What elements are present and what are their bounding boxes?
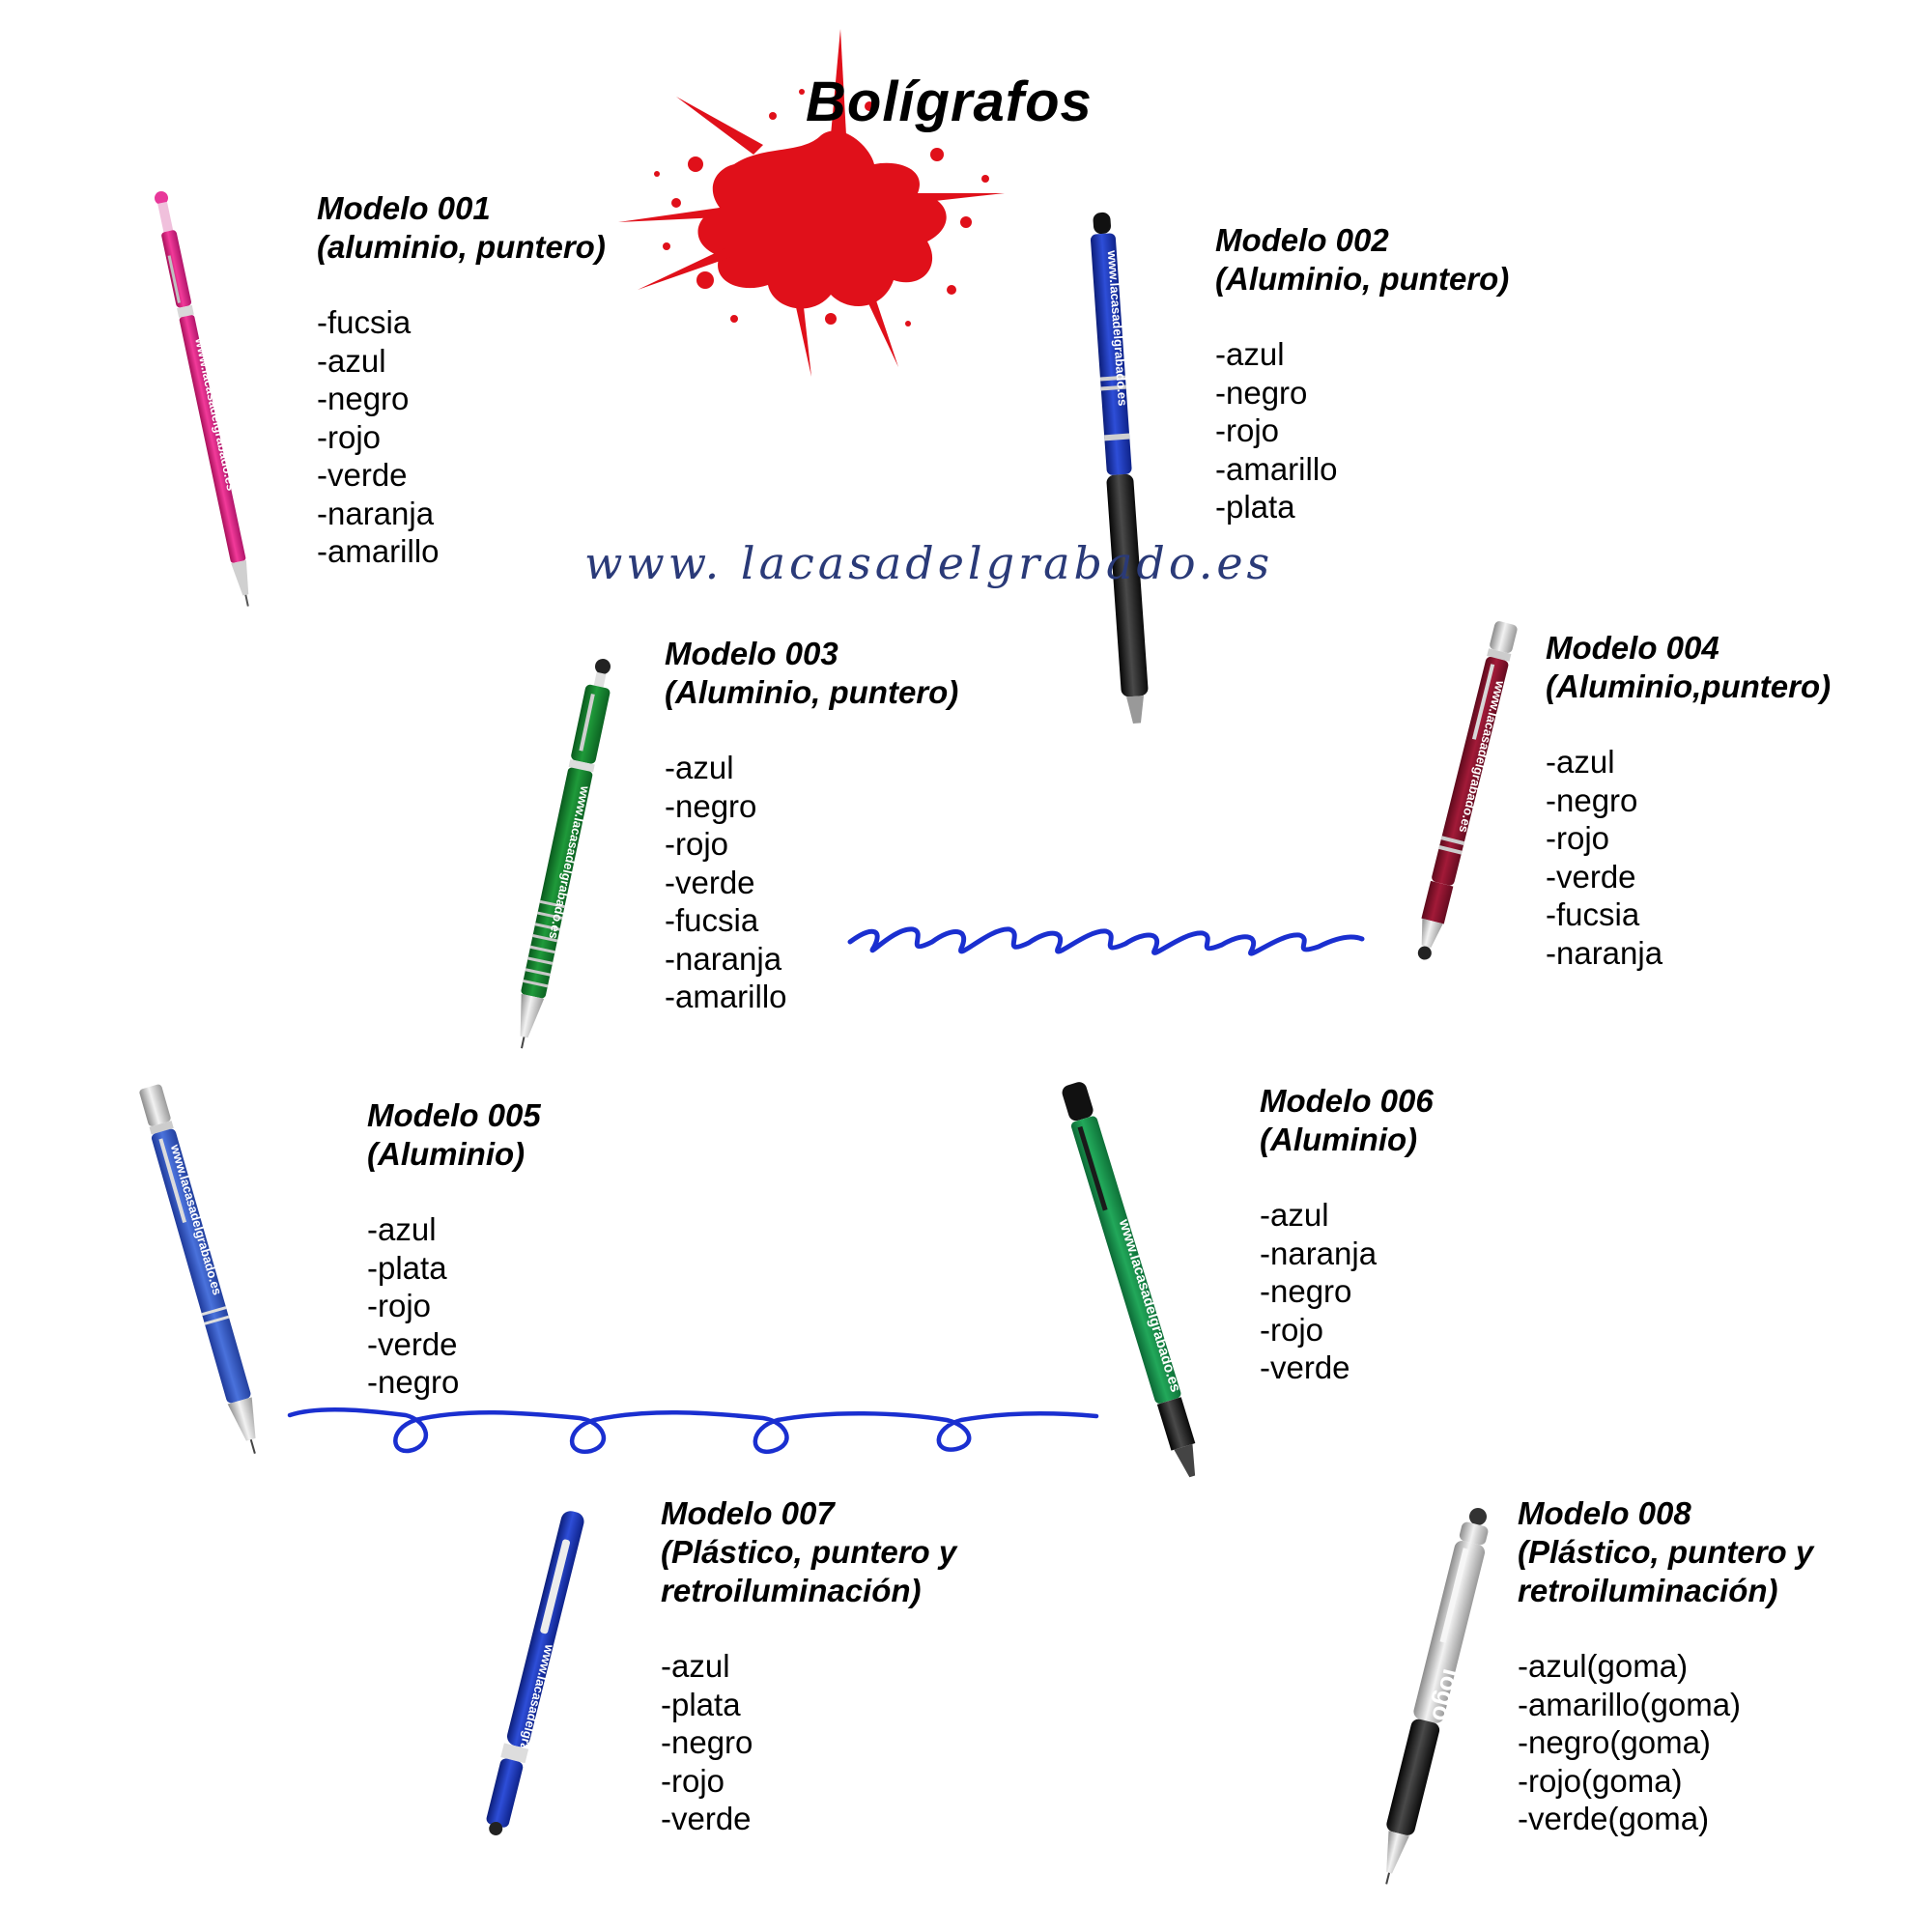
pen-model-002: www.lacasadelgrabado.es xyxy=(1090,212,1149,724)
color-list: -azul -plata -rojo -verde -negro xyxy=(367,1210,541,1402)
list-item: -azul xyxy=(661,1648,730,1684)
model-name: Modelo 004 xyxy=(1546,630,1719,666)
list-item: -azul xyxy=(665,750,734,785)
model-name: Modelo 007 xyxy=(661,1495,835,1531)
list-item: -amarillo(goma) xyxy=(1518,1686,1742,1722)
model-name: Modelo 001 xyxy=(317,190,491,226)
pen-model-007: www.lacasadelgrabado.es xyxy=(486,1511,584,1835)
list-item: -verde(goma) xyxy=(1518,1801,1710,1836)
list-item: -naranja xyxy=(1546,934,1663,971)
color-list: -azul -naranja -negro -rojo -verde xyxy=(1260,1196,1434,1387)
model-material: (Aluminio, puntero) xyxy=(1215,261,1510,297)
pen-model-001: www.lacasadelgrabado.es xyxy=(155,191,249,607)
list-item: -negro xyxy=(1260,1273,1352,1309)
list-item: -fucsia xyxy=(665,902,759,938)
list-item: -negro xyxy=(661,1724,753,1760)
model-material: (Plástico, puntero y retroiluminación) xyxy=(661,1534,957,1608)
model-material: (Aluminio) xyxy=(1260,1122,1418,1157)
model-material: (Aluminio,puntero) xyxy=(1546,668,1832,704)
list-item: -azul xyxy=(1215,336,1285,372)
pen-model-008: logo xyxy=(1385,1508,1489,1885)
list-item: -plata xyxy=(1215,489,1295,525)
model-name: Modelo 008 xyxy=(1518,1495,1691,1531)
list-item: -verde xyxy=(661,1801,752,1836)
list-item: -rojo xyxy=(317,418,382,455)
list-item: -rojo xyxy=(661,1762,725,1799)
model-card: Modelo 003 (Aluminio, puntero) -azul -ne… xyxy=(665,635,958,1016)
model-card: Modelo 001 (aluminio, puntero) -fucsia -… xyxy=(317,189,606,571)
list-item: -naranja xyxy=(1260,1235,1378,1271)
page-title: Bolígrafos xyxy=(806,71,1093,133)
model-card: Modelo 005 (Aluminio) -azul -plata -rojo… xyxy=(367,1096,541,1402)
list-item: -amarillo xyxy=(1215,450,1338,487)
model-card: Modelo 007 (Plástico, puntero y retroilu… xyxy=(661,1494,956,1838)
list-item: -rojo xyxy=(367,1288,432,1323)
color-list: -azul -plata -negro -rojo -verde xyxy=(661,1647,956,1838)
color-list: -azul -negro -rojo -amarillo -plata xyxy=(1215,335,1509,526)
model-material: (Aluminio) xyxy=(367,1136,526,1172)
list-item: -verde xyxy=(665,864,755,900)
list-item: -azul xyxy=(1546,744,1615,780)
list-item: -plata xyxy=(661,1686,741,1722)
list-item: -fucsia xyxy=(1546,896,1640,932)
list-item: -azul xyxy=(367,1211,437,1247)
scribble-wave xyxy=(847,926,1365,956)
model-card: Modelo 006 (Aluminio) -azul -naranja -ne… xyxy=(1260,1082,1434,1387)
model-card: Modelo 004 (Aluminio,puntero) -azul -neg… xyxy=(1546,629,1831,972)
list-item: -naranja xyxy=(665,940,782,977)
list-item: -azul xyxy=(317,342,386,379)
list-item: -azul xyxy=(1260,1197,1329,1233)
list-item: -rojo(goma) xyxy=(1518,1762,1683,1799)
list-item: -rojo xyxy=(1215,412,1280,448)
list-item: -negro xyxy=(367,1364,460,1400)
list-item: -verde xyxy=(1260,1350,1350,1385)
list-item: -rojo xyxy=(1260,1311,1324,1348)
model-material: (Aluminio, puntero) xyxy=(665,674,959,710)
model-name: Modelo 002 xyxy=(1215,222,1389,258)
scribble-loops xyxy=(287,1406,1099,1455)
list-item: -azul(goma) xyxy=(1518,1648,1689,1684)
list-item: -negro xyxy=(1546,781,1638,818)
list-item: -fucsia xyxy=(317,304,412,340)
list-item: -negro xyxy=(317,381,410,416)
model-card: Modelo 008 (Plástico, puntero y retroilu… xyxy=(1518,1494,1813,1838)
model-name: Modelo 006 xyxy=(1260,1083,1434,1119)
list-item: -verde xyxy=(317,457,408,493)
color-list: -azul -negro -rojo -verde -fucsia -naran… xyxy=(665,749,958,1016)
paint-splash xyxy=(618,29,1005,377)
website-url: www. lacasadelgrabado.es xyxy=(584,537,1274,589)
list-item: -rojo xyxy=(1546,820,1610,856)
list-item: -rojo xyxy=(665,826,729,862)
list-item: -verde xyxy=(1546,858,1636,895)
list-item: -amarillo xyxy=(665,979,787,1014)
color-list: -fucsia -azul -negro -rojo -verde -naran… xyxy=(317,303,606,571)
model-name: Modelo 003 xyxy=(665,636,838,671)
model-card: Modelo 002 (Aluminio, puntero) -azul -ne… xyxy=(1215,221,1509,526)
model-name: Modelo 005 xyxy=(367,1097,541,1133)
pen-model-006: www.lacasadelgrabado.es xyxy=(1062,1082,1196,1478)
list-item: -negro(goma) xyxy=(1518,1724,1711,1760)
pen-model-004: www.lacasadelgrabado.es xyxy=(1417,621,1518,960)
pen-model-005: www.lacasadelgrabado.es xyxy=(139,1084,256,1454)
list-item: -plata xyxy=(367,1249,447,1286)
model-material: (aluminio, puntero) xyxy=(317,229,606,265)
list-item: -negro xyxy=(665,787,757,824)
list-item: -naranja xyxy=(317,495,435,531)
list-item: -negro xyxy=(1215,374,1308,411)
list-item: -amarillo xyxy=(317,533,440,569)
color-list: -azul(goma) -amarillo(goma) -negro(goma)… xyxy=(1518,1647,1813,1838)
list-item: -verde xyxy=(367,1325,458,1362)
color-list: -azul -negro -rojo -verde -fucsia -naran… xyxy=(1546,743,1831,972)
pen-model-003: www.lacasadelgrabado.es xyxy=(520,659,611,1049)
model-material: (Plástico, puntero y retroiluminación) xyxy=(1518,1534,1814,1608)
